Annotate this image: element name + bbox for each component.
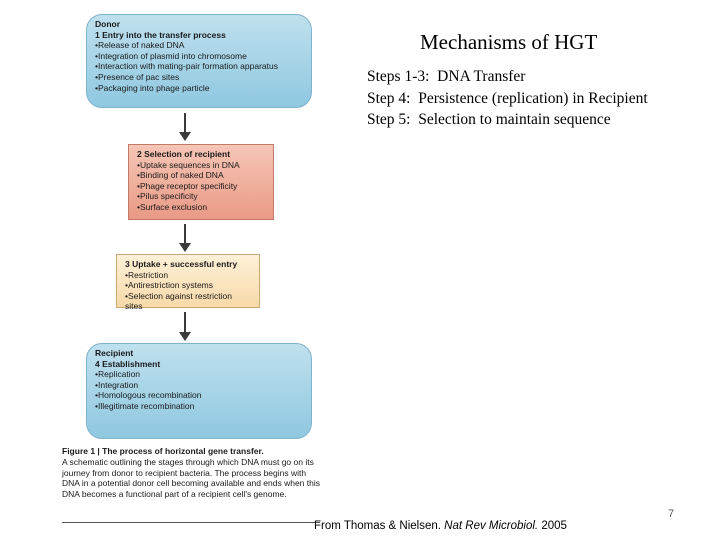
list-item: Integration of plasmid into chromosome <box>95 51 303 62</box>
arrow-down-icon <box>179 224 191 252</box>
step-line: Steps 1-3: DNA Transfer <box>367 68 526 85</box>
uptake-step-title: 3 Uptake + successful entry <box>125 259 238 269</box>
uptake-box: 3 Uptake + successful entry Restriction … <box>116 254 260 311</box>
list-item: Uptake sequences in DNA <box>137 160 265 171</box>
donor-header: Donor <box>95 19 121 29</box>
figure-caption: Figure 1 | The process of horizontal gen… <box>62 446 320 500</box>
arrow-down-icon <box>179 113 191 141</box>
source-journal: Nat Rev Microbiol. <box>444 520 539 532</box>
list-item: Homologous recombination <box>95 390 303 401</box>
donor-step-title: 1 Entry into the transfer process <box>95 29 226 40</box>
list-item: Presence of pac sites <box>95 72 303 83</box>
recipient-list: Replication Integration Homologous recom… <box>95 369 303 411</box>
list-item: Pilus specificity <box>137 191 265 202</box>
step-line: Step 4: Persistence (replication) in Rec… <box>367 89 648 107</box>
list-item: Surface exclusion <box>137 202 265 213</box>
list-item: Selection against restriction sites <box>125 291 251 312</box>
list-item: Integration <box>95 380 303 391</box>
donor-box: Donor 1 Entry into the transfer process … <box>86 14 312 108</box>
donor-list: Release of naked DNA Integration of plas… <box>95 40 303 93</box>
caption-body: A schematic outlining the stages through… <box>62 456 320 500</box>
list-item: Illegitimate recombination <box>95 401 303 412</box>
steps-list: Steps 1-3: DNA Transfer Step 4: Persiste… <box>367 66 648 131</box>
recipient-header: Recipient <box>95 348 134 358</box>
caption-title: Figure 1 | The process of horizontal gen… <box>62 446 264 456</box>
recipient-box: Recipient 4 Establishment Replication In… <box>86 343 312 439</box>
selection-list: Uptake sequences in DNA Binding of naked… <box>137 160 265 213</box>
page-number: 7 <box>668 508 675 520</box>
list-item: Binding of naked DNA <box>137 170 265 181</box>
source-citation: From Thomas & Nielsen. Nat Rev Microbiol… <box>314 520 567 532</box>
selection-step-title: 2 Selection of recipient <box>137 149 231 159</box>
arrow-down-icon <box>179 312 191 341</box>
divider <box>62 522 320 523</box>
list-item: Antirestriction systems <box>125 280 251 291</box>
step-line: Step 5: Selection to maintain sequence <box>367 111 611 128</box>
list-item: Packaging into phage particle <box>95 83 303 94</box>
slide-title: Mechanisms of HGT <box>420 30 598 54</box>
source-prefix: From Thomas & Nielsen. <box>314 520 445 532</box>
list-item: Replication <box>95 369 303 380</box>
list-item: Release of naked DNA <box>95 40 303 51</box>
list-item: Restriction <box>125 270 251 281</box>
recipient-step-title: 4 Establishment <box>95 358 161 369</box>
list-item: Phage receptor specificity <box>137 181 265 192</box>
uptake-list: Restriction Antirestriction systems Sele… <box>125 270 251 312</box>
list-item: Interaction with mating-pair formation a… <box>95 61 303 72</box>
selection-box: 2 Selection of recipient Uptake sequence… <box>128 144 274 220</box>
source-year: 2005 <box>538 520 567 532</box>
